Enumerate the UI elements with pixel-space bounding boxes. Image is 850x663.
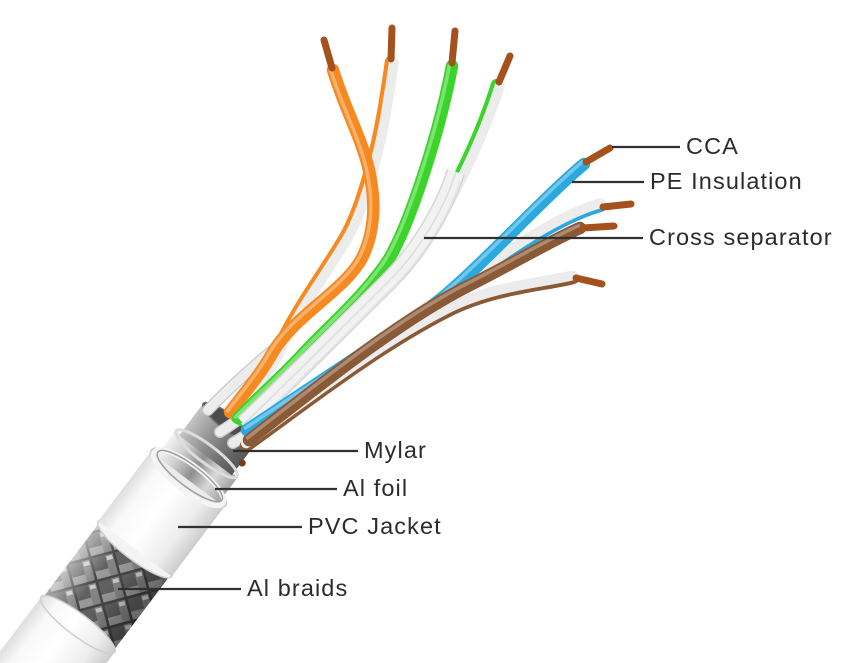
separator-crease	[254, 180, 461, 424]
drain-wire-dot	[238, 459, 246, 467]
label-al-braids: Al braids	[247, 574, 349, 601]
mylar-section	[179, 403, 256, 476]
label-pvc-jacket: PVC Jacket	[308, 512, 442, 539]
label-al-foil: Al foil	[343, 474, 409, 501]
wire-blue	[240, 144, 614, 437]
label-cca: CCA	[686, 132, 739, 159]
label-mylar: Mylar	[364, 436, 427, 463]
brown-body	[242, 221, 587, 447]
green-highlight	[233, 63, 452, 419]
copper-tip	[320, 36, 336, 72]
cross-separator	[237, 168, 466, 431]
cable-body	[0, 401, 258, 663]
orange-body	[223, 63, 380, 419]
copper-tip	[582, 144, 614, 166]
pvc-jacket-lower	[0, 596, 115, 663]
wire-brown	[242, 221, 618, 447]
white-body	[233, 57, 399, 422]
brown-highlight	[245, 224, 581, 440]
al-foil-end-rim	[174, 428, 239, 480]
copper-tip	[579, 222, 618, 232]
label-pe-insulation: PE Insulation	[650, 167, 803, 194]
separator-crease	[243, 171, 457, 425]
label-cross-separator: Cross separator	[649, 223, 833, 250]
copper-tip	[599, 200, 635, 211]
wire-bundle	[202, 24, 635, 453]
orange-highlight	[225, 67, 373, 413]
copper-tip	[448, 27, 459, 67]
pvc-jacket-lower-rim	[39, 594, 116, 655]
al-foil-flare-ring	[150, 447, 227, 509]
leader-lines	[118, 145, 680, 591]
al-foil-inner-ring	[156, 449, 224, 503]
wire-orange	[223, 36, 380, 419]
copper-tip	[495, 52, 514, 86]
copper-tip	[387, 24, 396, 63]
copper-tip	[572, 274, 606, 288]
